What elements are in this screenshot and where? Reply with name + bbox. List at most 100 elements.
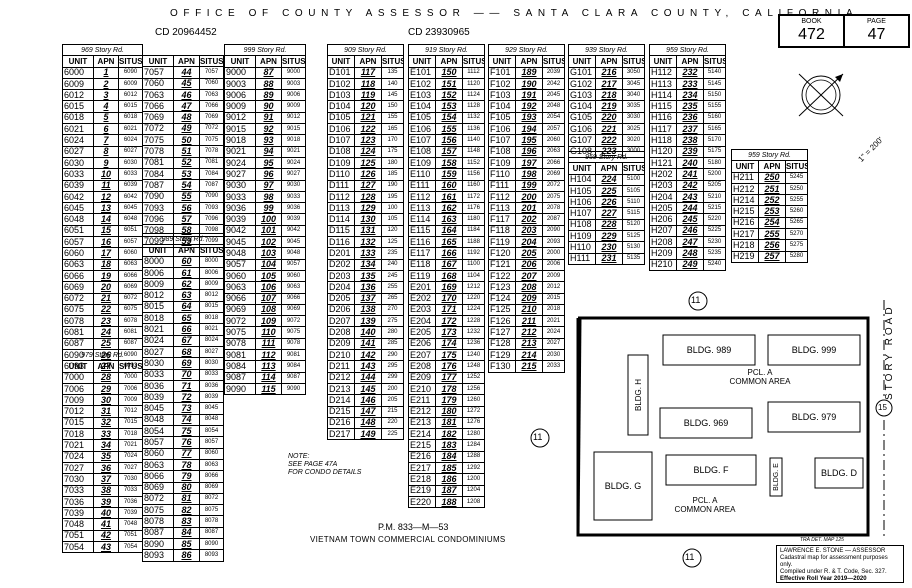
- building-999: BLDG. 999: [791, 345, 837, 355]
- cd-label-right: CD 23930965: [408, 27, 470, 38]
- page-number: 47: [867, 26, 886, 43]
- situs-cell: 100: [380, 202, 405, 215]
- situs-cell: 9090: [280, 382, 307, 396]
- page-title: OFFICE OF COUNTY ASSESSOR —— SANTA CLARA…: [170, 8, 859, 19]
- building-f: BLDG. F: [693, 465, 729, 475]
- situs-cell: 8093: [198, 549, 225, 562]
- common-area-text: COMMON AREA: [729, 377, 791, 386]
- situs-cell: 185: [380, 168, 405, 181]
- project-name: VIETNAM TOWN COMMERCIAL CONDOMINIUMS: [310, 535, 506, 544]
- parcel-map-reference: P.M. 833—M—53: [378, 522, 449, 532]
- note-line: NOTE:: [288, 453, 310, 460]
- situs-cell: 7072: [199, 122, 224, 136]
- parcel-marker: 11: [691, 295, 701, 305]
- situs-cell: 1212: [461, 281, 486, 294]
- situs-cell: 120: [380, 224, 405, 238]
- cd-label-left: CD 20964452: [155, 27, 217, 38]
- situs-cell: 2033: [541, 360, 566, 373]
- situs-cell: 5240: [702, 258, 727, 271]
- building-e: BLDG. E: [772, 463, 780, 491]
- situs-cell: 9015: [280, 123, 307, 136]
- parcel-a-text: PCL. A: [747, 368, 773, 377]
- situs-cell: 2039: [541, 66, 566, 79]
- unit-cell: H219: [731, 250, 759, 263]
- situs-cell: 1208: [461, 495, 486, 509]
- building-h: BLDG. H: [633, 379, 643, 412]
- building-969: BLDG. 969: [683, 418, 729, 428]
- situs-cell: 9075: [280, 326, 307, 339]
- situs-cell: 1152: [461, 156, 486, 170]
- book-label: BOOK: [801, 18, 822, 25]
- parcel-a-label-2: PCL. A COMMON AREA: [670, 496, 740, 514]
- book-number: 472: [798, 26, 825, 43]
- legend-line: LAWRENCE E. STONE — ASSESSOR: [780, 548, 886, 554]
- situs-cell: 1224: [461, 303, 486, 317]
